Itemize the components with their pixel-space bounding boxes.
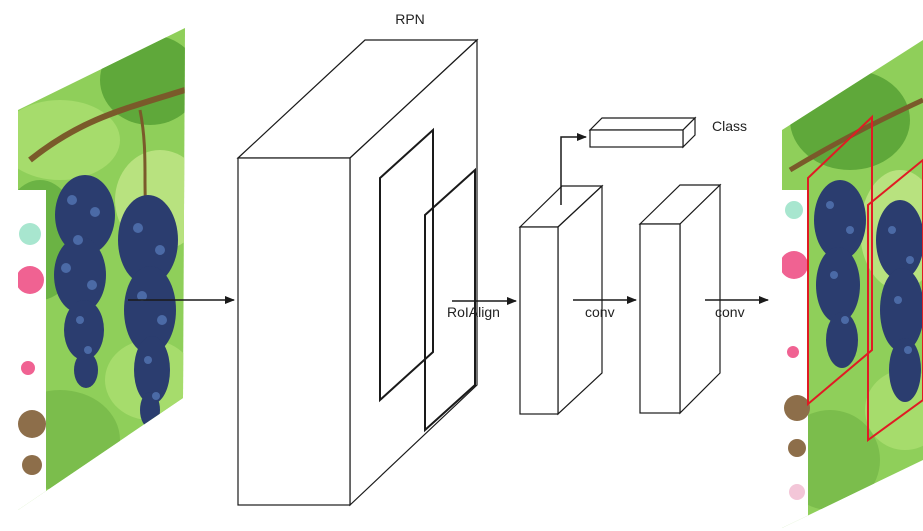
rpn-box	[238, 40, 477, 505]
output-image	[780, 0, 923, 531]
conv-label-2: conv	[715, 304, 745, 320]
conv-label-1: conv	[585, 304, 615, 320]
rpn-label: RPN	[395, 11, 425, 27]
class-label: Class	[712, 118, 747, 134]
feature-box-2	[640, 185, 720, 413]
roialign-label: RoIAlign	[447, 304, 500, 320]
input-image	[0, 0, 205, 531]
class-box	[590, 118, 695, 147]
